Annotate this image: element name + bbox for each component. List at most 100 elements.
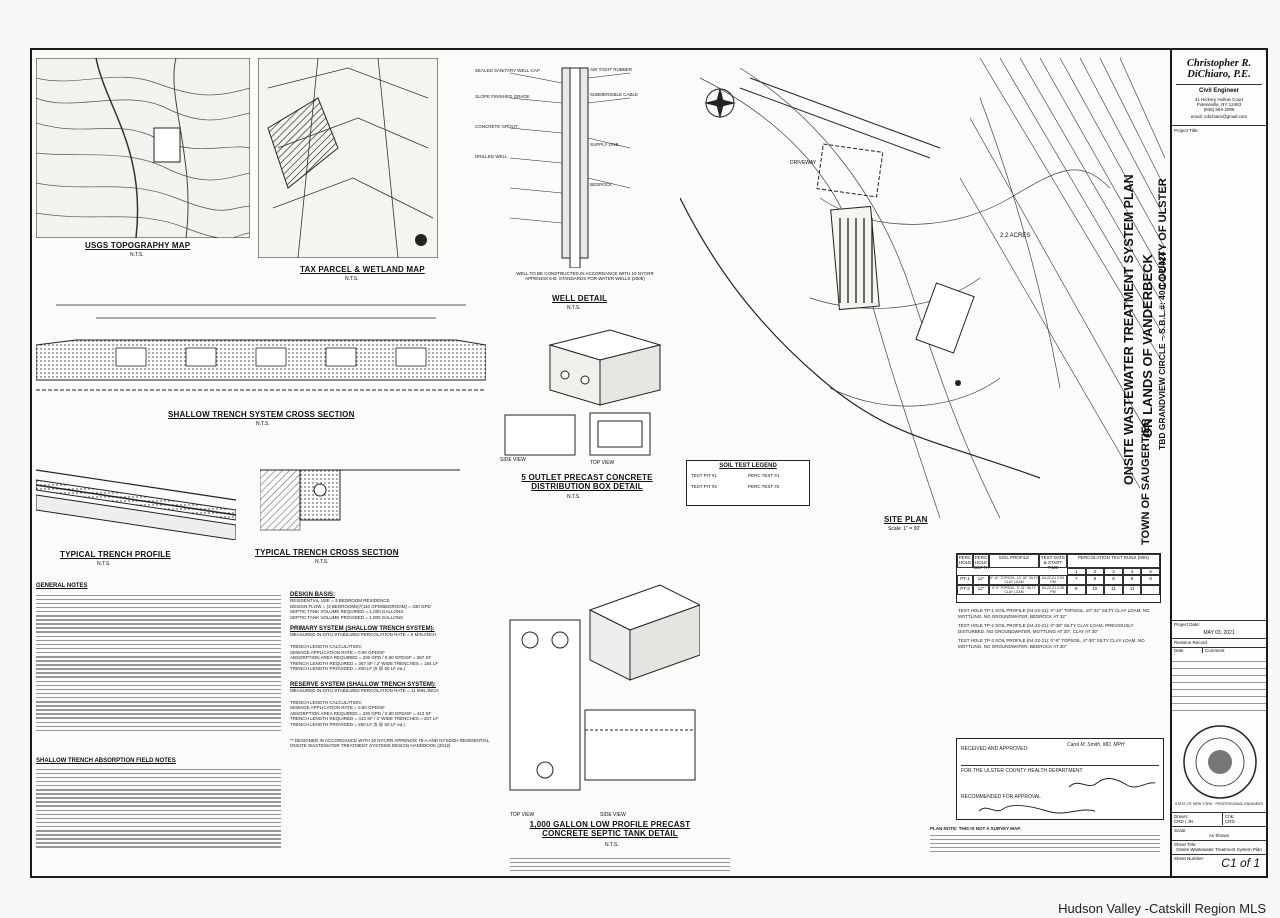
septic-tank-label: 1,000 GALLON LOW PROFILE PRECAST CONCRET… bbox=[529, 820, 691, 838]
dbox-side-view: SIDE VIEW bbox=[500, 457, 526, 463]
site-plan-drawing bbox=[680, 58, 1165, 518]
soil-cell: 8 bbox=[1141, 575, 1160, 585]
site-acres-label: 2.2 ACRES bbox=[1000, 233, 1031, 239]
tax-map-scale: N.T.S. bbox=[345, 276, 359, 282]
title-block: Christopher R. DiChiaro, P.E. Civil Engi… bbox=[1170, 50, 1266, 876]
soil-run-header: 1 bbox=[1067, 568, 1086, 575]
design-footer: ** DESIGNED IN ACCORDANCE WITH 10 NYCRR … bbox=[290, 737, 490, 749]
rev-col-date: Date bbox=[1172, 648, 1203, 653]
trench-profile-scale: N.T.S. bbox=[97, 561, 111, 567]
tank-side-view: SIDE VIEW bbox=[600, 812, 626, 818]
soil-legend-item: TEST PIT #1 bbox=[691, 473, 717, 478]
soil-run-header: 2 bbox=[1085, 568, 1105, 575]
approval-received: RECEIVED AND APPROVED: bbox=[961, 746, 1029, 752]
trench-profile-drawing bbox=[36, 469, 236, 540]
mls-watermark: Hudson Valley -Catskill Region MLS bbox=[1058, 901, 1266, 916]
shallow-trench-section-drawing bbox=[36, 304, 486, 391]
plan-note-text bbox=[930, 832, 1160, 855]
reserve-sub: MEASURED IN-SITU STABILIZED PERCOLATION … bbox=[290, 687, 439, 693]
scale-label: Scale: bbox=[1174, 828, 1187, 833]
reserve-system-title: RESERVE SYSTEM (SHALLOW TRENCH SYSTEM): bbox=[290, 681, 436, 688]
sheet-number-label: Sheet Number: bbox=[1174, 856, 1205, 861]
soil-cell: PT-1 bbox=[957, 575, 973, 585]
checked-value: CRD bbox=[1225, 819, 1235, 824]
septic-tank-scale: N.T.S. bbox=[605, 842, 619, 848]
dbox-scale: N.T.S. bbox=[567, 494, 581, 500]
rev-col-comment: Comment bbox=[1205, 648, 1225, 653]
soil-table-header: PERC HOLE bbox=[957, 554, 973, 568]
soil-cell: 0"-10" TOPSOIL, 10"-32" SILTY CLAY LOAM bbox=[989, 575, 1039, 585]
trench-cross-section-label: TYPICAL TRENCH CROSS SECTION bbox=[255, 548, 399, 557]
svg-text:SUPPLY LINE: SUPPLY LINE bbox=[590, 142, 619, 147]
soil-cell: 7 bbox=[1067, 575, 1086, 585]
drawing-title: ONSITE WASTEWATER TREATMENT SYSTEM PLAN bbox=[1122, 174, 1136, 485]
primary-line: ABSORPTION AREA REQUIRED = 330 GPD / 0.9… bbox=[290, 655, 432, 661]
usgs-map-scale: N.T.S. bbox=[130, 252, 144, 258]
drawn-label: Drawn: bbox=[1174, 814, 1189, 819]
well-detail-scale: N.T.S. bbox=[567, 305, 581, 311]
engineer-name-1: Christopher R. bbox=[1186, 58, 1252, 69]
engineer-name-2: DiChiaro, P.E. bbox=[1187, 69, 1251, 80]
drawing-lands: ON LANDS OF VANDERBECK bbox=[1140, 254, 1155, 438]
site-driveway-label: DRIVEWAY bbox=[790, 160, 817, 166]
design-line: DESIGN FLOW = (3 BEDROOMS)*(110 GPD/BEDR… bbox=[290, 603, 431, 609]
drawing-county: COUNTY OF ULSTER bbox=[1157, 178, 1169, 290]
soil-cell: 8 bbox=[1104, 575, 1123, 585]
soil-table-header: TEST DATE & START TIME bbox=[1039, 554, 1067, 570]
sheet-title: Onsite Wastewater Treatment System Plan bbox=[1176, 847, 1262, 852]
soil-cell: 04-22-21 2:30 PM bbox=[1039, 585, 1067, 595]
tank-top-view: TOP VIEW bbox=[510, 812, 535, 818]
plan-note-title: PLAN NOTE: THIS IS NOT A SURVEY MAP. bbox=[930, 826, 1021, 831]
shallow-notes-title: SHALLOW TRENCH ABSORPTION FIELD NOTES bbox=[36, 758, 176, 764]
approval-recommended: RECOMMENDED FOR APPROVAL bbox=[961, 794, 1041, 800]
reserve-line: TRENCH LENGTH CALCULATION: bbox=[290, 699, 362, 705]
soil-legend-item: PERC TEST #1 bbox=[748, 473, 780, 478]
trench-profile-label: TYPICAL TRENCH PROFILE bbox=[60, 550, 171, 559]
test-hole-2: TEST HOLE TP-2 SOIL PROFILE (04-22-21): … bbox=[958, 623, 1134, 634]
soil-cell: 8 bbox=[1122, 575, 1142, 585]
design-line: SEPTIC TANK VOLUME REQUIRED = 1,000 GALL… bbox=[290, 609, 404, 615]
project-date: MAY 03, 2021 bbox=[1203, 630, 1235, 636]
test-hole-profiles: TEST HOLE TP-1 SOIL PROFILE (04-22-21): … bbox=[958, 608, 1158, 650]
engineer-email: email: cdichiaro@gmail.com bbox=[1190, 114, 1248, 119]
soil-test-legend: SOIL TEST LEGEND TEST PIT #1 PERC TEST #… bbox=[686, 460, 810, 506]
engineer-address1: 41 Hickory Hollow Court bbox=[1194, 97, 1244, 102]
soil-cell: 12" bbox=[973, 575, 989, 585]
reserve-line: TRENCH LENGTH PROVIDED = 250 LF (5 @ 50 … bbox=[290, 721, 405, 727]
primary-system-title: PRIMARY SYSTEM (SHALLOW TRENCH SYSTEM): bbox=[290, 626, 435, 633]
soil-cell: 11 bbox=[1122, 585, 1142, 595]
usgs-map-label: USGS TOPOGRAPHY MAP bbox=[85, 241, 191, 250]
checked-label: Chk: bbox=[1225, 814, 1235, 819]
shallow-trench-scale: N.T.S. bbox=[256, 421, 270, 427]
engineer-address2: Poleneville, NY 12463 bbox=[1196, 102, 1242, 107]
soil-cell: 8 bbox=[1085, 575, 1105, 585]
soil-table-row: PT-1 12" 0"-10" TOPSOIL, 10"-32" SILTY C… bbox=[957, 575, 1160, 585]
soil-table-header: PERC HOLE DEPTH bbox=[973, 554, 990, 570]
reserve-line: ABSORPTION AREA REQUIRED = 330 GPD / 0.8… bbox=[290, 710, 432, 716]
soil-cell: 12" bbox=[973, 585, 989, 595]
engineer-discipline: Civil Engineer bbox=[1198, 88, 1239, 94]
soil-test-table: PERC HOLE PERC HOLE DEPTH SOIL PROFILE T… bbox=[956, 553, 1161, 603]
site-plan-label: SITE PLAN bbox=[884, 515, 928, 524]
septic-tank-drawing bbox=[509, 584, 700, 791]
svg-text:BEDROCK: BEDROCK bbox=[590, 182, 612, 187]
trench-cross-section-scale: N.T.S. bbox=[315, 559, 329, 565]
well-detail-drawing: SEALED SANITARY WELL CAP SLOPE FINISHED … bbox=[475, 67, 638, 268]
svg-text:AIR TIGHT RUBBER: AIR TIGHT RUBBER bbox=[590, 67, 633, 72]
distribution-box-drawing bbox=[504, 329, 662, 456]
design-line: RESIDENTIAL USE = 3 BEDROOM RESIDENCE bbox=[290, 598, 390, 603]
soil-cell: 0"-9" TOPSOIL, 9"-31" SILTY CLAY LOAM bbox=[989, 585, 1039, 595]
soil-cell: 10 bbox=[1085, 585, 1105, 595]
soil-run-header: 3 bbox=[1104, 568, 1123, 575]
approval-signature-1 bbox=[1068, 778, 1156, 788]
reserve-line: SEWAGE APPLICATION RATE = 0.80 GPD/SF bbox=[290, 705, 385, 711]
primary-line: SEWAGE APPLICATION RATE = 0.90 GPD/SF bbox=[290, 649, 385, 655]
design-basis: DESIGN BASIS: RESIDENTIAL USE = 3 BEDROO… bbox=[290, 592, 490, 749]
general-notes-title: GENERAL NOTES bbox=[36, 583, 88, 589]
engineer-phone: (845) 594-2086 bbox=[1203, 107, 1235, 112]
dbox-top-view: TOP VIEW bbox=[590, 460, 615, 466]
tax-map-label: TAX PARCEL & WETLAND MAP bbox=[300, 265, 425, 274]
soil-cell: 04-22-21 2:00 PM bbox=[1039, 575, 1067, 585]
approval-commissioner: Carol M. Smith, MD, MPH bbox=[1067, 742, 1125, 748]
soil-cell: 9 bbox=[1067, 585, 1086, 595]
